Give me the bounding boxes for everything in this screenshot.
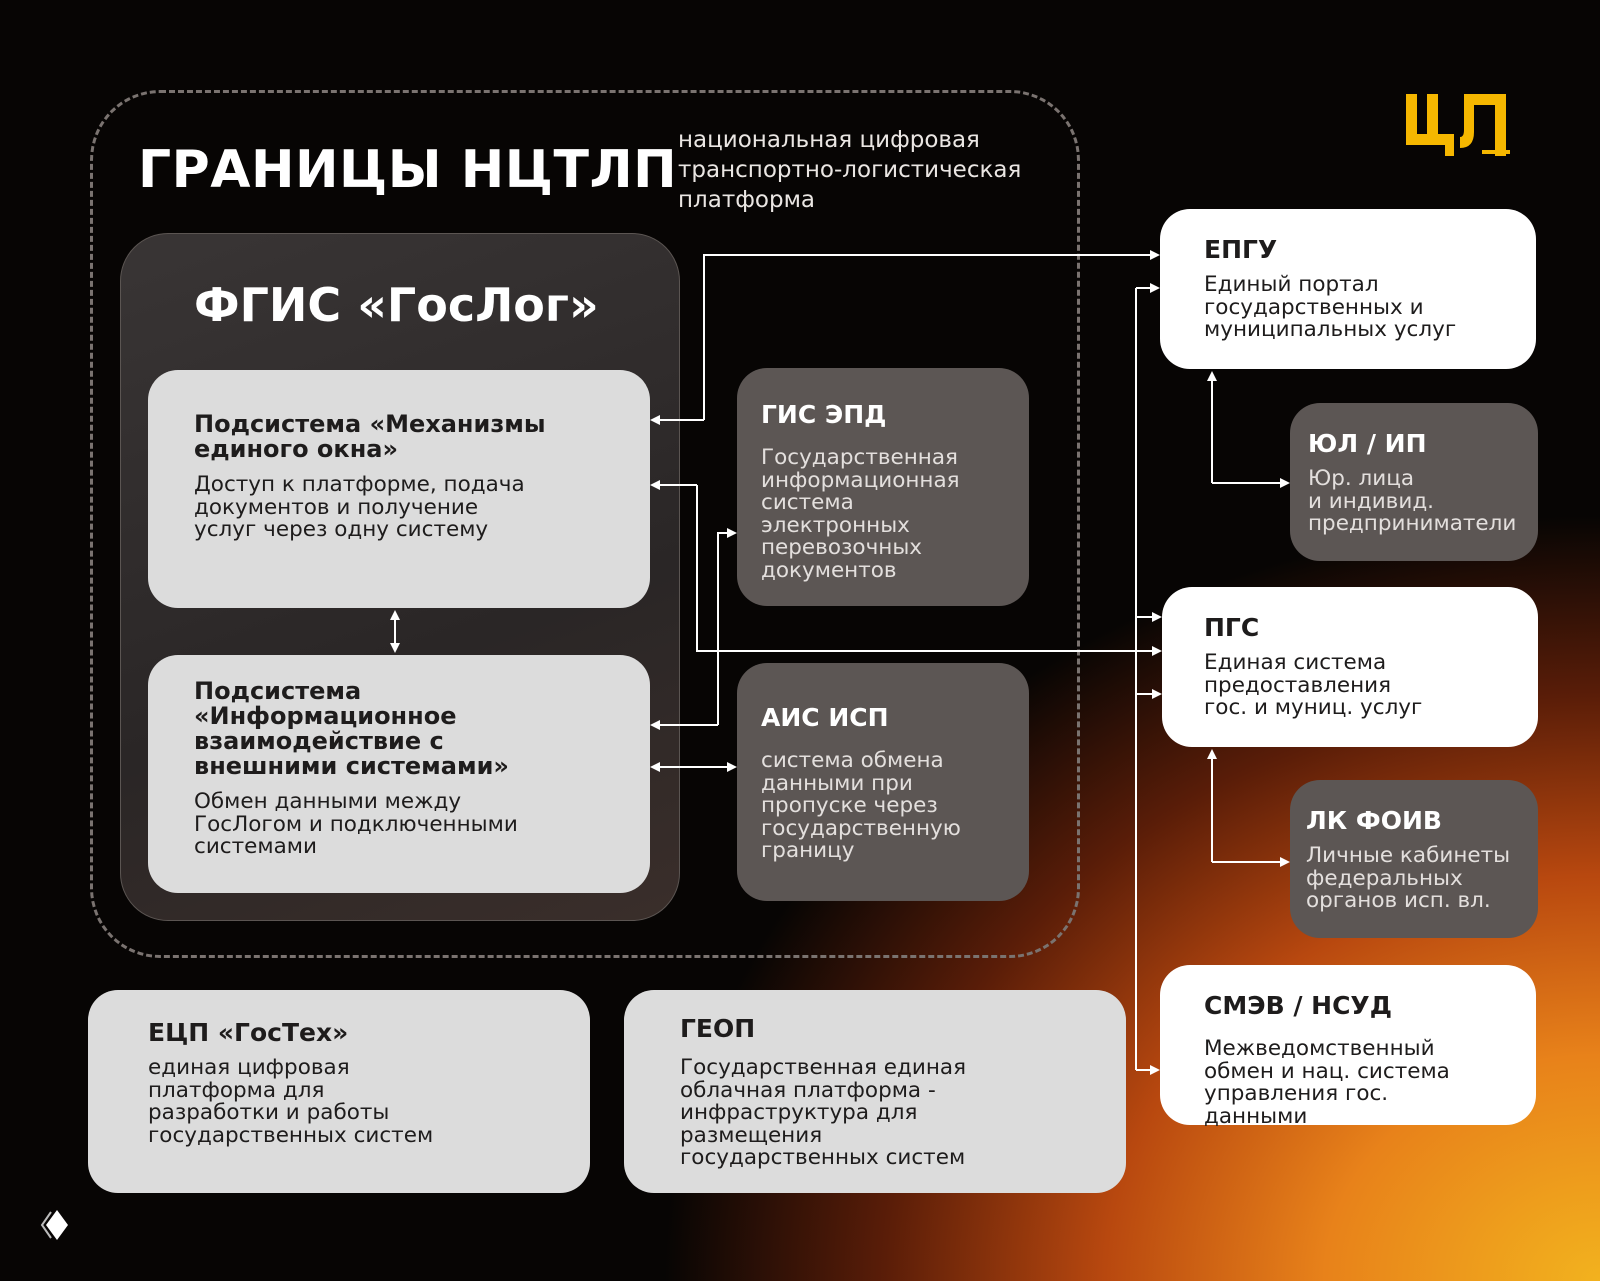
desc-line: и индивид. xyxy=(1308,488,1435,514)
ul-ip-box[interactable]: ЮЛ / ИП Юр. лица и индивид. предпринимат… xyxy=(1290,403,1538,561)
desc-line: услуг через одну систему xyxy=(194,517,489,542)
pgs-desc: Единая система предоставления гос. и мун… xyxy=(1204,650,1496,720)
desc-line: государственную xyxy=(761,815,961,841)
desc-line: предприниматели xyxy=(1308,511,1517,536)
epgu-box[interactable]: ЕПГУ Единый портал государственных и мун… xyxy=(1160,209,1536,369)
desc-line: данными при xyxy=(761,770,913,796)
title-line: взаимодействие с xyxy=(194,727,444,755)
geop-title: ГЕОП xyxy=(680,1014,756,1043)
arrow-sub2-gis xyxy=(717,528,737,725)
desc-line: обмен и нац. система xyxy=(1204,1058,1450,1084)
desc-line: единая цифровая xyxy=(148,1055,350,1080)
desc-line: документов и получение xyxy=(194,494,479,520)
geop-desc: Государственная единая облачная платформ… xyxy=(680,1055,1070,1170)
ul-ip-desc: Юр. лица и индивид. предприниматели xyxy=(1308,466,1520,536)
ecp-gostech-desc: единая цифровая платформа для разработки… xyxy=(148,1055,530,1148)
desc-line: документов xyxy=(761,557,897,583)
desc-line: пропуске через xyxy=(761,793,938,818)
pgs-title: ПГС xyxy=(1204,613,1260,642)
desc-line: Доступ к платформе, подача xyxy=(194,472,525,497)
subsystem-single-window[interactable]: Подсистема «Механизмы единого окна» Дост… xyxy=(148,370,650,608)
desc-line: ГосЛогом и подключенными xyxy=(194,811,518,837)
desc-line: перевозочных xyxy=(761,535,923,560)
title-line: единого окна» xyxy=(194,435,398,463)
boundary-subtitle-line: транспортно-логистическая xyxy=(678,157,1022,183)
arrow-sub1-epgu xyxy=(703,250,1160,420)
smev-nsud-title: СМЭВ / НСУД xyxy=(1204,991,1392,1020)
epgu-title: ЕПГУ xyxy=(1204,235,1278,264)
desc-line: информационная xyxy=(761,467,960,493)
desc-line: Личные кабинеты xyxy=(1306,843,1511,868)
ul-ip-title: ЮЛ / ИП xyxy=(1308,429,1427,458)
subsystem-title: Подсистема «Информационное взаимодействи… xyxy=(194,679,604,779)
desc-line: государственных систем xyxy=(148,1122,434,1148)
desc-line: Государственная xyxy=(761,445,958,470)
smev-nsud-desc: Межведомственный обмен и нац. система уп… xyxy=(1204,1036,1492,1129)
arrow-sub1-pgs xyxy=(696,485,1162,656)
geop-box[interactable]: ГЕОП Государственная единая облачная пла… xyxy=(624,990,1126,1193)
desc-line: Юр. лица xyxy=(1308,466,1415,491)
lk-foiv-desc: Личные кабинеты федеральных органов исп.… xyxy=(1306,843,1522,913)
desc-line: размещения xyxy=(680,1122,823,1148)
gis-epd-title: ГИС ЭПД xyxy=(761,400,887,429)
lk-foiv-title: ЛК ФОИВ xyxy=(1306,806,1442,835)
gis-epd-desc: Государственная информационная система э… xyxy=(761,445,1005,583)
boundary-subtitle-line: национальная цифровая xyxy=(678,127,980,153)
subsystem-desc: Обмен данными между ГосЛогом и подключен… xyxy=(194,789,604,859)
boundary-title: ГРАНИЦЫ НЦТЛП xyxy=(138,140,678,200)
subsystem-title: Подсистема «Механизмы единого окна» xyxy=(194,412,604,462)
desc-line: государственных систем xyxy=(680,1145,966,1170)
lk-foiv-box[interactable]: ЛК ФОИВ Личные кабинеты федеральных орга… xyxy=(1290,780,1538,938)
boundary-subtitle-line: платформа xyxy=(678,187,816,213)
platform-boundary xyxy=(90,90,1080,958)
desc-line: гос. и муниц. услуг xyxy=(1204,695,1423,720)
desc-line: Межведомственный xyxy=(1204,1036,1435,1061)
title-line: «Информационное xyxy=(194,702,457,730)
corner-logo-icon xyxy=(40,1210,68,1240)
ais-isp-desc: система обмена данными при пропуске чере… xyxy=(761,748,1005,863)
desc-line: управления гос. данными xyxy=(1204,1081,1389,1129)
title-line: Подсистема «Механизмы xyxy=(194,410,546,438)
ais-isp-title: АИС ИСП xyxy=(761,703,889,732)
desc-line: предоставления xyxy=(1204,672,1392,698)
desc-line: разработки и работы xyxy=(148,1100,390,1125)
gis-epd-box[interactable]: ГИС ЭПД Государственная информационная с… xyxy=(737,368,1029,606)
desc-line: границу xyxy=(761,838,855,863)
desc-line: платформа для xyxy=(148,1077,325,1103)
desc-line: система электронных xyxy=(761,490,910,538)
boundary-subtitle: национальная цифровая транспортно-логист… xyxy=(678,125,1098,215)
ecp-gostech-box[interactable]: ЕЦП «ГосТех» единая цифровая платформа д… xyxy=(88,990,590,1193)
subsystem-desc: Доступ к платформе, подача документов и … xyxy=(194,472,604,542)
fgis-title: ФГИС «ГосЛог» xyxy=(194,278,599,332)
desc-line: инфраструктура для xyxy=(680,1100,918,1125)
desc-line: муниципальных услуг xyxy=(1204,317,1457,342)
smev-nsud-box[interactable]: СМЭВ / НСУД Межведомственный обмен и нац… xyxy=(1160,965,1536,1129)
title-line: внешними системами» xyxy=(194,752,509,780)
logo-icon xyxy=(1406,94,1510,156)
desc-line: Единый портал xyxy=(1204,272,1379,297)
epgu-desc: Единый портал государственных и муниципа… xyxy=(1204,272,1492,342)
desc-line: федеральных xyxy=(1306,865,1463,891)
pgs-box[interactable]: ПГС Единая система предоставления гос. и… xyxy=(1162,587,1538,747)
ecp-gostech-title: ЕЦП «ГосТех» xyxy=(148,1018,349,1047)
desc-line: Обмен данными между xyxy=(194,789,462,814)
desc-line: органов исп. вл. xyxy=(1306,888,1491,913)
desc-line: система обмена xyxy=(761,748,944,773)
title-line: Подсистема xyxy=(194,677,362,705)
desc-line: системами xyxy=(194,834,317,859)
ais-isp-box[interactable]: АИС ИСП система обмена данными при пропу… xyxy=(737,663,1029,901)
desc-line: облачная платформа - xyxy=(680,1077,936,1103)
subsystem-info-exchange[interactable]: Подсистема «Информационное взаимодействи… xyxy=(148,655,650,893)
desc-line: Единая система xyxy=(1204,650,1387,675)
desc-line: государственных и xyxy=(1204,294,1424,320)
desc-line: Государственная единая xyxy=(680,1055,967,1080)
